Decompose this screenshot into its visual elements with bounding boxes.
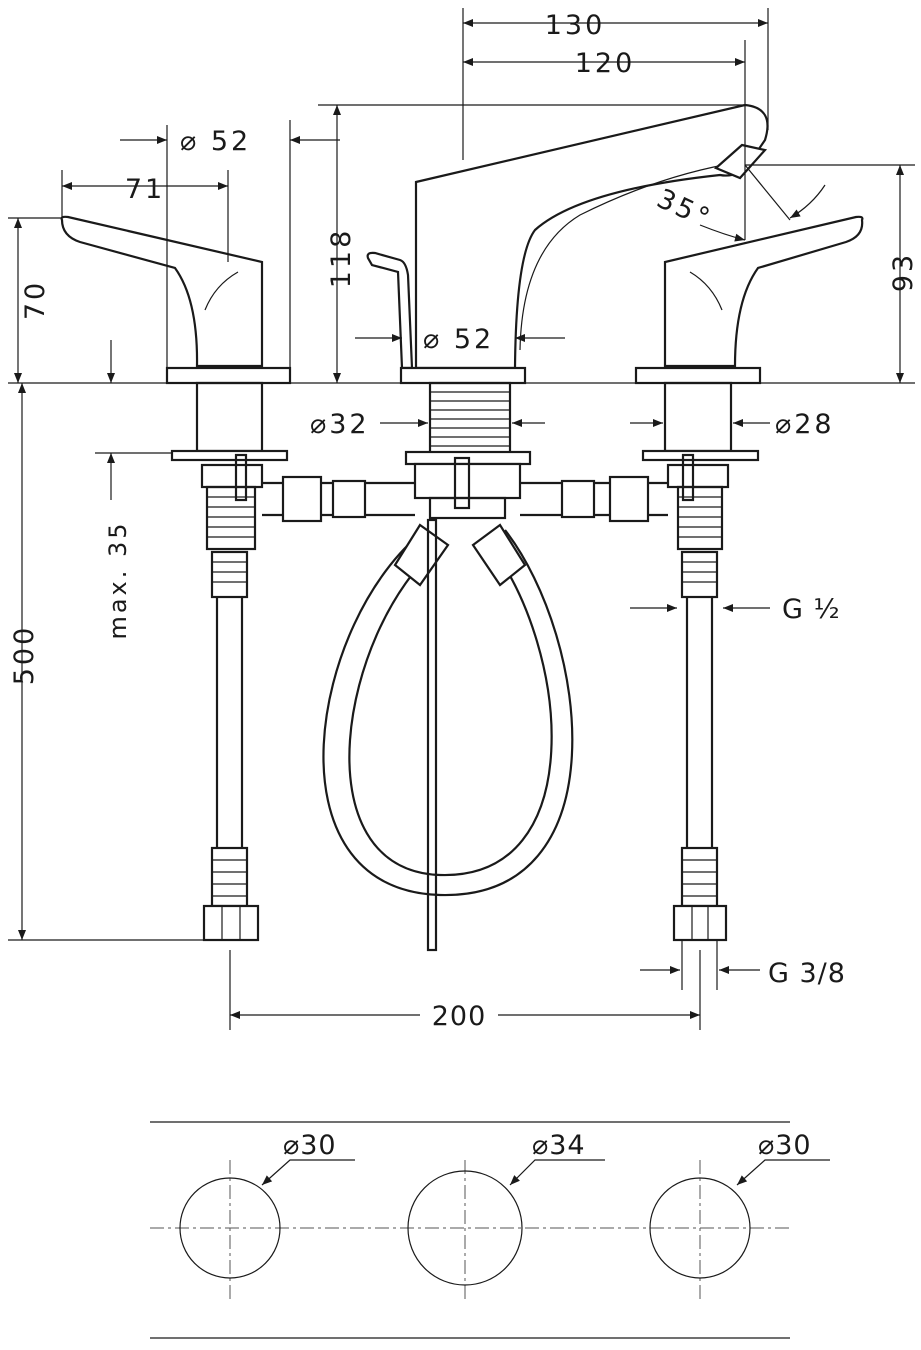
dim-32: ⌀32	[310, 409, 370, 440]
dim-130: 130	[545, 10, 606, 41]
dim-center-hole: ⌀34	[532, 1130, 586, 1161]
dim-93: 93	[888, 252, 919, 292]
dim-max-35: max. 35	[104, 520, 132, 639]
spout	[366, 103, 769, 520]
dim-71: 71	[125, 174, 165, 205]
dim-118: 118	[326, 228, 357, 289]
dimension-lines	[8, 8, 915, 1030]
dim-200: 200	[432, 1001, 487, 1032]
hose-loop	[322, 518, 574, 952]
dim-g-3-8: G 3/8	[768, 958, 846, 989]
dim-120: 120	[575, 48, 636, 79]
dim-28: ⌀28	[775, 409, 835, 440]
dimension-labels: 130 120 ⌀ 52 71 70 118 35° 93 ⌀ 52 ⌀32 ⌀…	[9, 10, 919, 1032]
dim-right-hole: ⌀30	[758, 1130, 812, 1161]
right-hole	[649, 1177, 751, 1279]
side-connectors	[262, 475, 668, 523]
right-handle	[634, 215, 864, 942]
hole-pattern: ⌀30 ⌀34 ⌀30	[150, 1121, 830, 1339]
dim-left-hole: ⌀30	[283, 1130, 337, 1161]
dim-35-degree: 35°	[652, 183, 717, 235]
dim-g-half: G ½	[782, 594, 841, 625]
dim-handle-diameter: ⌀ 52	[180, 126, 251, 157]
left-hole	[179, 1177, 281, 1279]
label-bg	[420, 995, 498, 1031]
left-handle	[60, 215, 292, 942]
dim-70: 70	[20, 280, 51, 320]
dim-500: 500	[9, 625, 40, 686]
dim-spout-base-diameter: ⌀ 52	[423, 324, 494, 355]
center-hole	[407, 1170, 523, 1286]
